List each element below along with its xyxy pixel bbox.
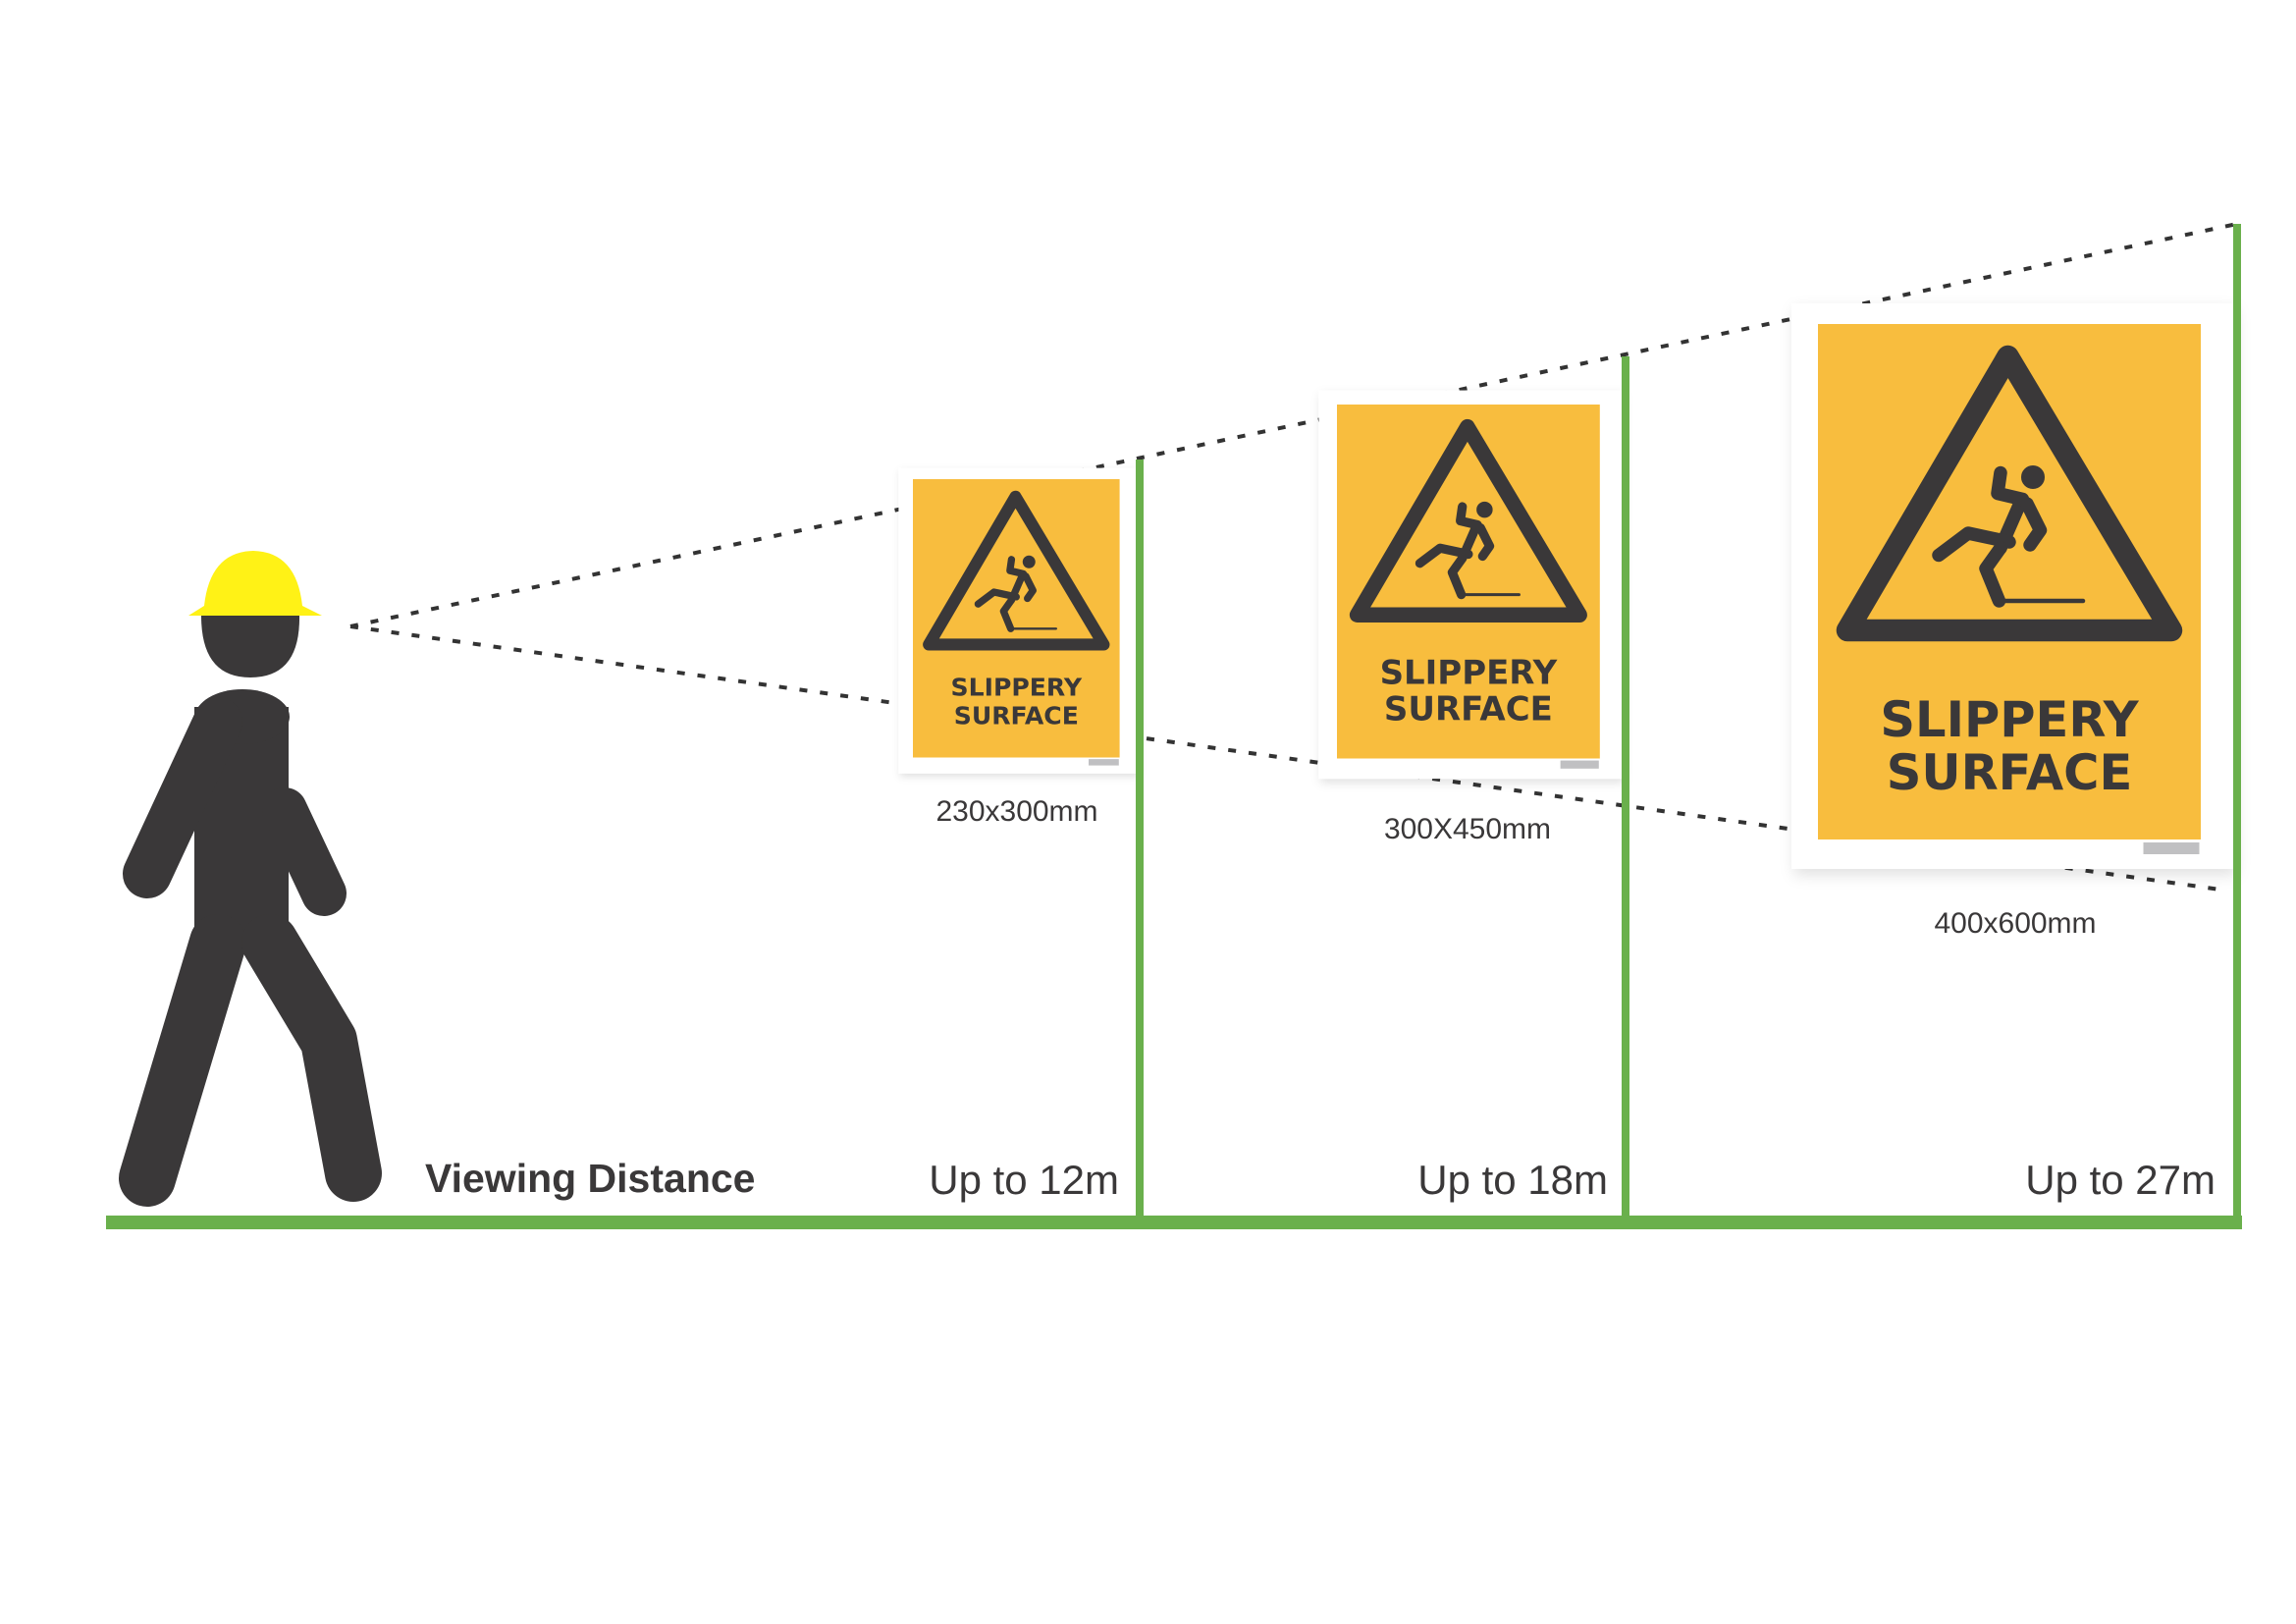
worker-figure (119, 551, 382, 1207)
distance-axis (106, 224, 2242, 1229)
distance-label-12m: Up to 12m (929, 1157, 1119, 1203)
head (201, 616, 300, 677)
sign-medium-line2: SURFACE (1384, 689, 1553, 729)
sign-medium: SLIPPERY SURFACE (1318, 391, 1622, 780)
viewing-distance-label: Viewing Distance (425, 1156, 755, 1201)
sign-medium-line1: SLIPPERY (1380, 653, 1558, 692)
hard-hat-icon (188, 551, 322, 616)
size-label-medium: 300X450mm (1384, 813, 1551, 845)
sign-large-line2: SURFACE (1887, 744, 2133, 801)
distance-label-27m: Up to 27m (2025, 1157, 2216, 1203)
sign-small-line1: SLIPPERY (951, 673, 1083, 701)
sign-large: SLIPPERY SURFACE (1791, 303, 2233, 869)
size-label-small: 230x300mm (935, 795, 1097, 828)
ground-line (106, 1216, 2242, 1229)
sign-small: SLIPPERY SURFACE (898, 468, 1137, 774)
distance-label-18m: Up to 18m (1417, 1157, 1608, 1203)
size-label-large: 400x600mm (1934, 907, 2096, 940)
sign-large-line1: SLIPPERY (1880, 691, 2139, 748)
marker-18m (1622, 356, 1629, 1225)
sign-small-line2: SURFACE (954, 701, 1079, 730)
marker-27m (2233, 224, 2241, 1225)
marker-12m (1136, 460, 1144, 1225)
